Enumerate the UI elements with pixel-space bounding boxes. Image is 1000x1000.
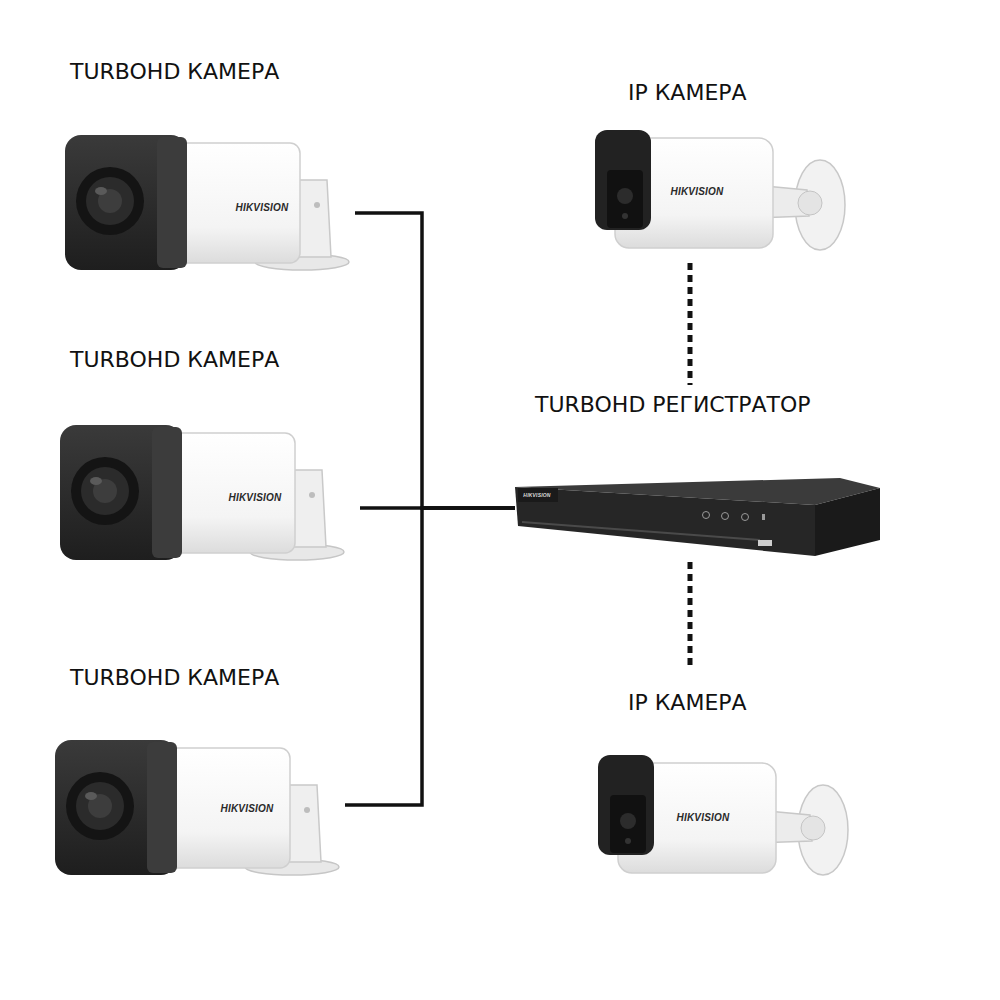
- front-button: [742, 514, 749, 521]
- node-heading: IP КАМЕРА: [628, 80, 850, 106]
- ip-camera: IP КАМЕРА: [590, 665, 855, 890]
- coax-cable: [345, 508, 515, 805]
- turbohd-camera-illustration: [65, 135, 349, 270]
- node-heading: TURBOHD КАМЕРА: [70, 665, 345, 691]
- node-heading: TURBOHD КАМЕРА: [70, 347, 360, 373]
- brand-logo: HIKVISION: [229, 492, 282, 503]
- turbohd-camera-illustration: [55, 740, 339, 875]
- brand-logo: HIKVISION: [671, 186, 724, 197]
- network-link: [688, 263, 693, 385]
- brand-logo: HIKVISION: [677, 812, 730, 823]
- recorder-illustration: [515, 478, 880, 556]
- network-link: [688, 558, 693, 665]
- turbohd-camera-illustration: [60, 425, 344, 560]
- ip-camera-illustration: [595, 130, 845, 250]
- logo-plate: [518, 488, 558, 502]
- recorder-side: [815, 488, 880, 556]
- front-slot: [522, 522, 760, 540]
- coax-cable: [360, 506, 515, 510]
- front-button: [703, 512, 710, 519]
- brand-logo: HIKVISION: [236, 202, 289, 213]
- usb-port: [758, 540, 772, 546]
- indicator: [762, 514, 765, 520]
- node-heading: TURBOHD КАМЕРА: [70, 59, 355, 85]
- ip-camera: IP КАМЕРА: [590, 78, 850, 263]
- turbohd-camera: TURBOHD КАМЕРА: [55, 55, 355, 275]
- recorder-front: [515, 487, 815, 556]
- brand-logo: HIKVISION: [221, 803, 274, 814]
- front-button: [722, 513, 729, 520]
- recorder: TURBOHD РЕГИСТРАТОР: [515, 385, 880, 558]
- turbohd-camera: TURBOHD КАМЕРА: [55, 345, 360, 565]
- coax-cable: [355, 213, 515, 508]
- turbohd-camera: TURBOHD КАМЕРА: [55, 663, 345, 880]
- node-heading: TURBOHD РЕГИСТРАТОР: [535, 392, 880, 418]
- ip-camera-illustration: [598, 755, 848, 875]
- node-heading: IP КАМЕРА: [628, 690, 855, 716]
- brand-logo: HIKVISION: [523, 492, 550, 498]
